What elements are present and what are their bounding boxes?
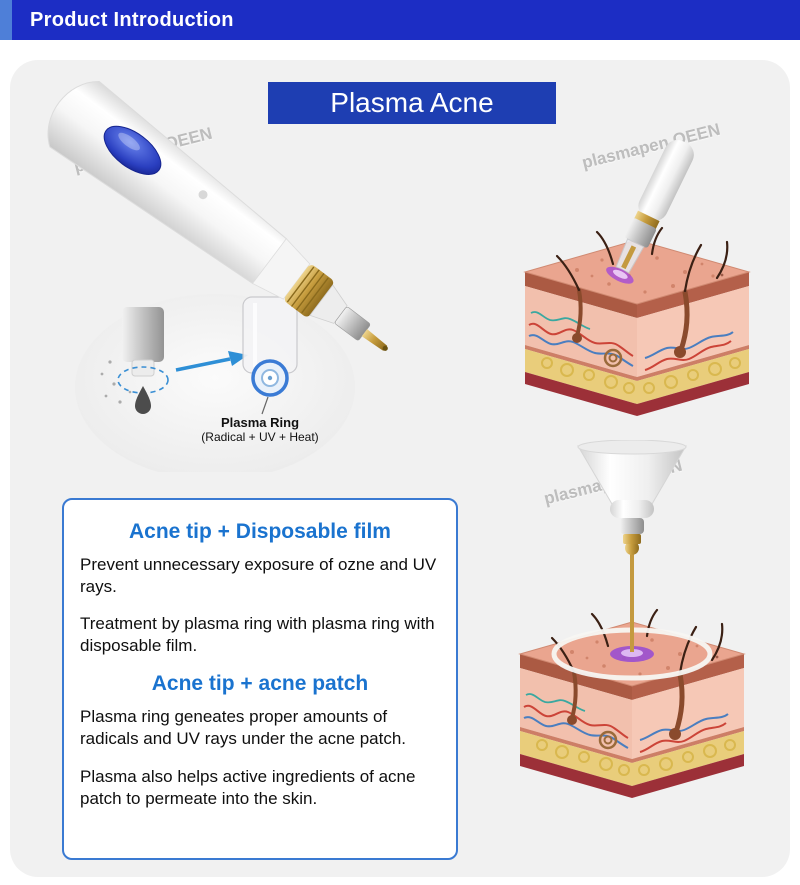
- content-panel: Plasma Acne plasmapen QEEN plasmapen QEE…: [10, 60, 790, 877]
- pen-indicator-dot: [198, 190, 208, 200]
- page-title: Product Introduction: [30, 9, 234, 31]
- pen-body: [47, 80, 287, 285]
- cone-handpiece: [577, 445, 687, 505]
- pen-body-group: [47, 80, 388, 351]
- product-banner: Plasma Acne: [268, 82, 556, 124]
- header-accent: [0, 0, 12, 40]
- plasma-ring-label: Plasma Ring (Radical + UV + Heat): [170, 415, 350, 444]
- info-paragraph: Plasma ring geneates proper amounts of r…: [80, 707, 407, 749]
- section-heading-acne-patch: Acne tip + acne patch: [151, 672, 369, 696]
- pen-tip-on-skin: [606, 139, 694, 284]
- plasma-ring-label-title: Plasma Ring: [220, 415, 300, 430]
- plasma-ring-label-detail: (Radical + UV + Heat): [201, 430, 319, 444]
- info-paragraph: Plasma also helps active ingredients of …: [80, 766, 416, 808]
- zoom-inset-circle: [75, 294, 355, 472]
- skin-diagram-acne-tip: [515, 139, 760, 435]
- info-paragraph: Treatment by plasma ring with plasma rin…: [80, 614, 435, 656]
- pen-power-button: [103, 125, 162, 175]
- inset-left-tip: [100, 307, 169, 414]
- pen-needle-tip: [361, 329, 388, 351]
- skin-diagram-acne-patch: [502, 440, 762, 805]
- header-bar: Product Introduction: [0, 0, 800, 40]
- info-panel: Acne tip + Disposable film Prevent unnec…: [62, 498, 458, 860]
- info-paragraph: Prevent unnecessary exposure of ozne and…: [80, 555, 437, 597]
- needle: [630, 552, 634, 652]
- inset-right-tip-plasma-ring: [242, 296, 298, 415]
- plasma-pen-illustration: [47, 80, 388, 472]
- section-heading-disposable-film: Acne tip + Disposable film: [129, 520, 391, 543]
